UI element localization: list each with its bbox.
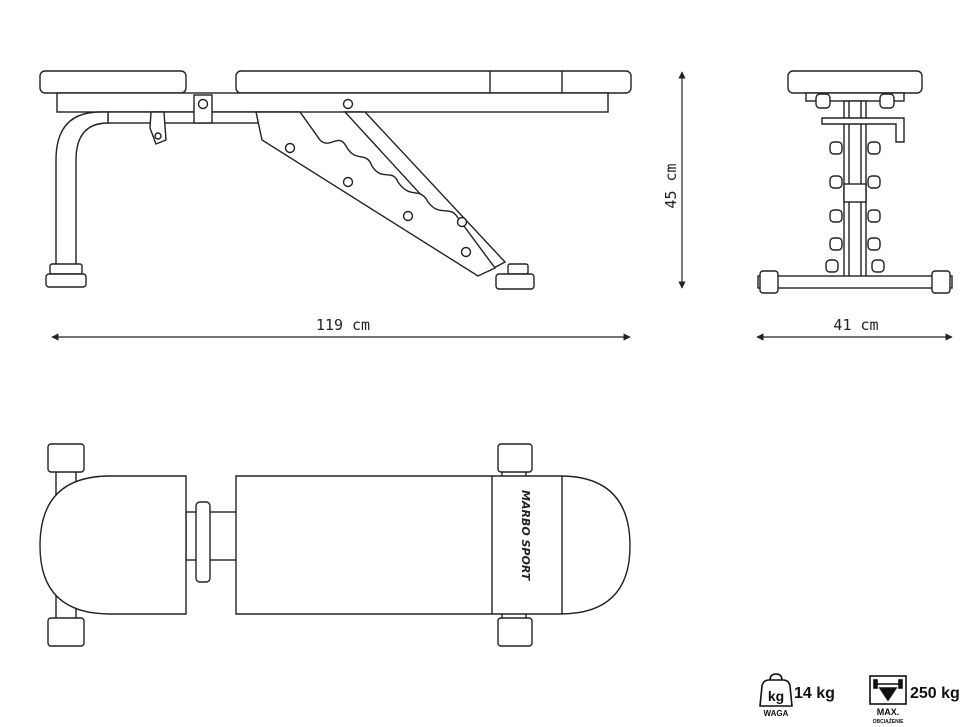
weight-icon <box>759 673 793 707</box>
weight-caption: WAGA <box>764 709 789 718</box>
top-view <box>39 443 631 647</box>
front-base <box>757 275 953 289</box>
side-back-pad <box>235 70 632 94</box>
brand-logo: MARBO SPORT <box>519 490 532 582</box>
dimension-lines <box>51 71 953 341</box>
top-seat-pad <box>39 475 187 615</box>
height-label: 45 cm <box>662 163 680 208</box>
weight-icon-text: kg <box>768 688 784 704</box>
top-foot <box>47 617 85 647</box>
top-foot <box>497 443 533 473</box>
front-view <box>757 70 953 294</box>
side-board <box>56 92 609 113</box>
length-label: 119 cm <box>316 316 370 334</box>
max-caption: MAX. <box>877 707 900 717</box>
side-view <box>39 70 632 290</box>
top-hinge <box>185 511 239 561</box>
max-value: 250 kg <box>910 685 960 702</box>
top-back-pad <box>235 475 631 615</box>
front-pad <box>787 70 923 94</box>
top-foot <box>497 617 533 647</box>
max-load-icon <box>869 675 907 705</box>
side-front-leg <box>55 111 109 266</box>
max-subcaption: OBCIĄŻENIE <box>873 718 905 725</box>
front-pin-handle <box>821 117 905 143</box>
side-seat-pad <box>39 70 187 94</box>
weight-value: 14 kg <box>794 685 835 702</box>
top-foot <box>47 443 85 473</box>
side-frame-tube <box>107 111 259 124</box>
side-ladder-plate <box>255 111 497 277</box>
side-latch <box>149 111 167 145</box>
width-label: 41 cm <box>833 316 878 334</box>
